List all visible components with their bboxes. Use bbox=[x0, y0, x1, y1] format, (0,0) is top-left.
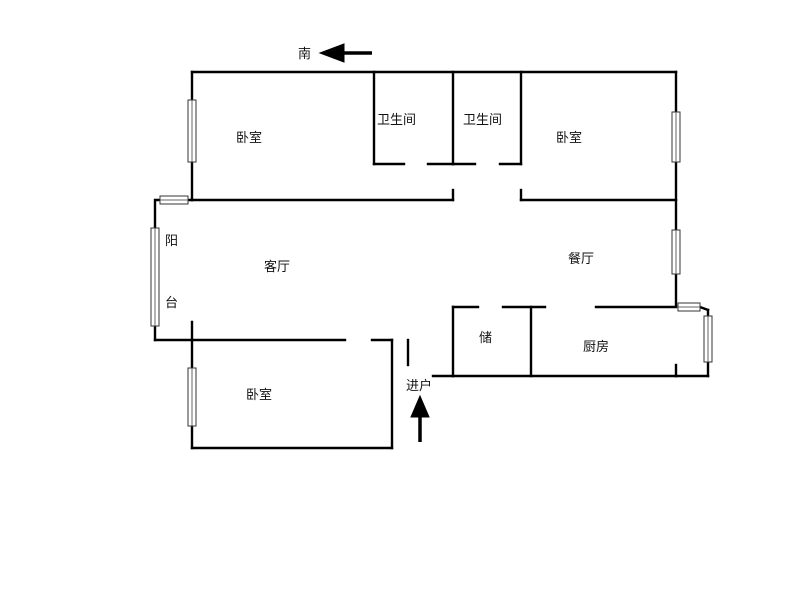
room-label-bedroom-bottom: 卧室 bbox=[246, 387, 272, 403]
compass-arrow-head bbox=[318, 43, 345, 63]
window-bedroom-top-left bbox=[187, 99, 197, 163]
window-bedroom-bottom bbox=[187, 367, 197, 427]
window-kitchen-side bbox=[703, 315, 713, 363]
window-dining bbox=[671, 229, 681, 275]
windows bbox=[150, 99, 713, 427]
room-label-bathroom-1: 卫生间 bbox=[377, 113, 416, 128]
entrance-arrow-head bbox=[410, 394, 430, 418]
room-labels: 卧室 卫生间 卫生间 卧室 客厅 餐厅 阳 台 储 厨房 卧室 bbox=[165, 113, 609, 403]
entrance-label: 进户 bbox=[406, 378, 432, 394]
wall-kitchen-ext-corner bbox=[698, 305, 710, 312]
compass: 南 bbox=[298, 43, 372, 63]
room-label-balcony-2: 台 bbox=[165, 296, 178, 311]
window-kitchen-top bbox=[677, 302, 701, 312]
compass-label: 南 bbox=[298, 46, 311, 62]
room-label-storage: 储 bbox=[479, 331, 492, 346]
room-label-dining-room: 餐厅 bbox=[568, 251, 594, 267]
window-balcony-top bbox=[159, 195, 189, 205]
window-bedroom-top-right bbox=[671, 111, 681, 163]
entrance-marker: 进户 bbox=[406, 378, 432, 442]
walls bbox=[153, 70, 710, 450]
room-label-living-room: 客厅 bbox=[264, 259, 290, 275]
room-label-bedroom-top-right: 卧室 bbox=[556, 130, 582, 146]
room-label-kitchen: 厨房 bbox=[583, 339, 609, 355]
window-balcony-side bbox=[150, 227, 160, 327]
room-label-bedroom-top-left: 卧室 bbox=[236, 130, 262, 146]
room-label-balcony-1: 阳 bbox=[165, 234, 178, 249]
room-label-bathroom-2: 卫生间 bbox=[463, 113, 502, 128]
